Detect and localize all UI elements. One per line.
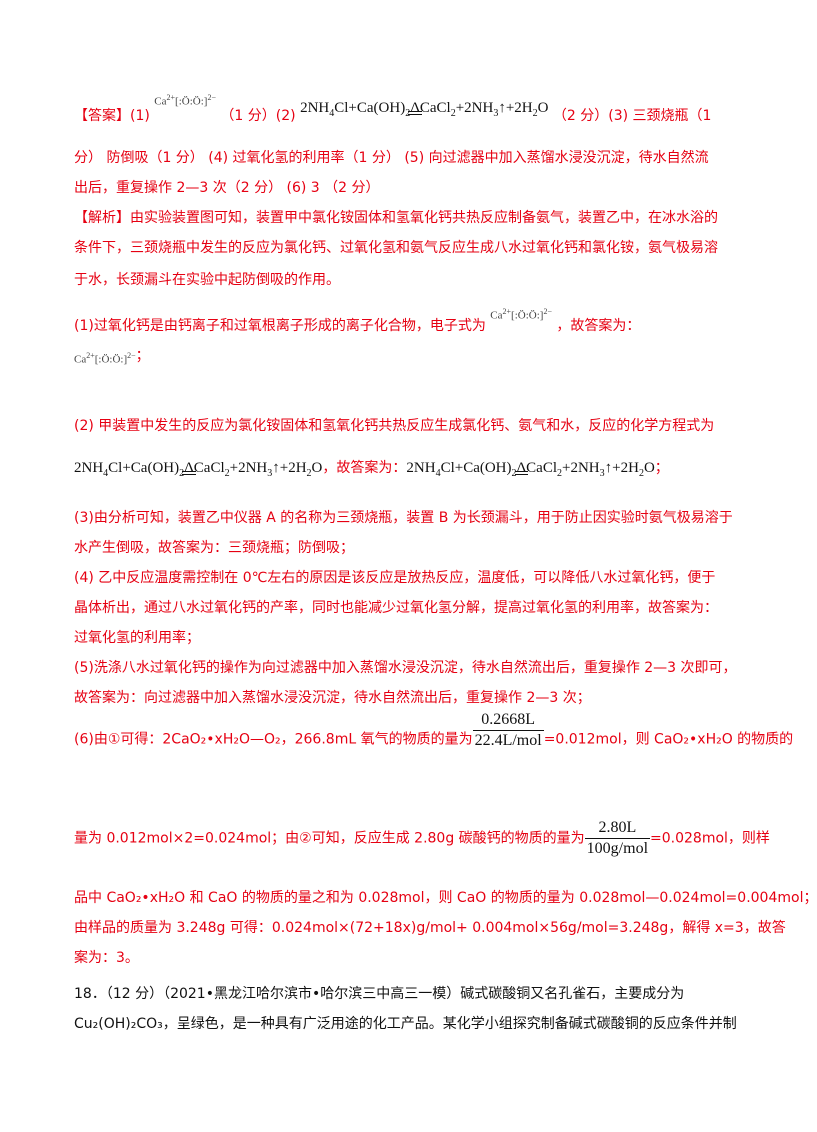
q3-line-1: (3)由分析可知，装置乙中仪器 A 的名称为三颈烧瓶，装置 B 为长颈漏斗，用于…	[74, 510, 733, 526]
q6-line-3: 品中 CaO₂•xH₂O 和 CaO 的物质的量之和为 0.028mol，则 C…	[74, 890, 817, 906]
answer-tag: 【答案】	[74, 108, 130, 124]
q18-line-2: Cu₂(OH)₂CO₃，呈绿色，是一种具有广泛用途的化工产品。某化学小组探究制备…	[74, 1016, 737, 1032]
q1-line: (1)过氧化钙是由钙离子和过氧根离子形成的离子化合物，电子式为 Ca2+[:Ö:…	[74, 307, 640, 336]
analysis-line-2: 条件下，三颈烧瓶中发生的反应为氯化钙、过氧化氢和氨气反应生成八水过氧化钙和氯化铵…	[74, 240, 718, 256]
answer-line-3: 出后，重复操作 2—3 次（2 分） (6) 3 （2 分）	[74, 180, 380, 196]
q6-line-5: 案为：3。	[74, 950, 139, 966]
q3-line-2: 水产生倒吸，故答案为：三颈烧瓶；防倒吸；	[74, 540, 354, 556]
q4-line-1: (4) 乙中反应温度需控制在 0℃左右的原因是该反应是放热反应，温度低，可以降低…	[74, 570, 716, 586]
q18-line-1: 18．（12 分）（2021•黑龙江哈尔滨市•哈尔滨三中高三一模）碱式碳酸铜又名…	[74, 986, 685, 1002]
electron-formula-image: Ca2+[:Ö:Ö:]2−	[154, 93, 216, 108]
answer-line-1: 【答案】(1) Ca2+[:Ö:Ö:]2− （1 分）(2) 2NH4Cl+Ca…	[74, 93, 711, 132]
q6-line-4: 由样品的质量为 3.248g 可得：0.024mol×(72+18x)g/mol…	[74, 920, 786, 936]
analysis-tag: 【解析】	[74, 210, 130, 226]
electron-formula-image: Ca2+[:Ö:Ö:]2−	[74, 351, 136, 366]
q4-line-2: 晶体析出，通过八水过氧化钙的产率，同时也能减少过氧化氢分解，提高过氧化氢的利用率…	[74, 600, 718, 616]
q5-line-2: 故答案为：向过滤器中加入蒸馏水浸没沉淀，待水自然流出后，重复操作 2—3 次；	[74, 690, 591, 706]
electron-formula-image: Ca2+[:Ö:Ö:]2−	[490, 307, 552, 322]
q4-line-3: 过氧化氢的利用率；	[74, 630, 200, 646]
q6-line-2: 量为 0.012mol×2=0.024mol；由②可知，反应生成 2.80g 碳…	[74, 819, 770, 857]
q5-line-1: (5)洗涤八水过氧化钙的操作为向过滤器中加入蒸馏水浸没沉淀，待水自然流出后，重复…	[74, 660, 737, 676]
q1-answer: Ca2+[:Ö:Ö:]2−；	[74, 346, 150, 370]
analysis-line-1: 【解析】由实验装置图可知，装置甲中氯化铵固体和氢氧化钙共热反应制备氨气，装置乙中…	[74, 210, 718, 226]
answer-line-2: 分） 防倒吸（1 分） (4) 过氧化氢的利用率（1 分） (5) 向过滤器中加…	[74, 150, 709, 166]
analysis-line-3: 于水，长颈漏斗在实验中起防倒吸的作用。	[74, 272, 340, 288]
q2-line-1: (2) 甲装置中发生的反应为氯化铵固体和氢氧化钙共热反应生成氯化钙、氨气和水，反…	[74, 418, 715, 434]
